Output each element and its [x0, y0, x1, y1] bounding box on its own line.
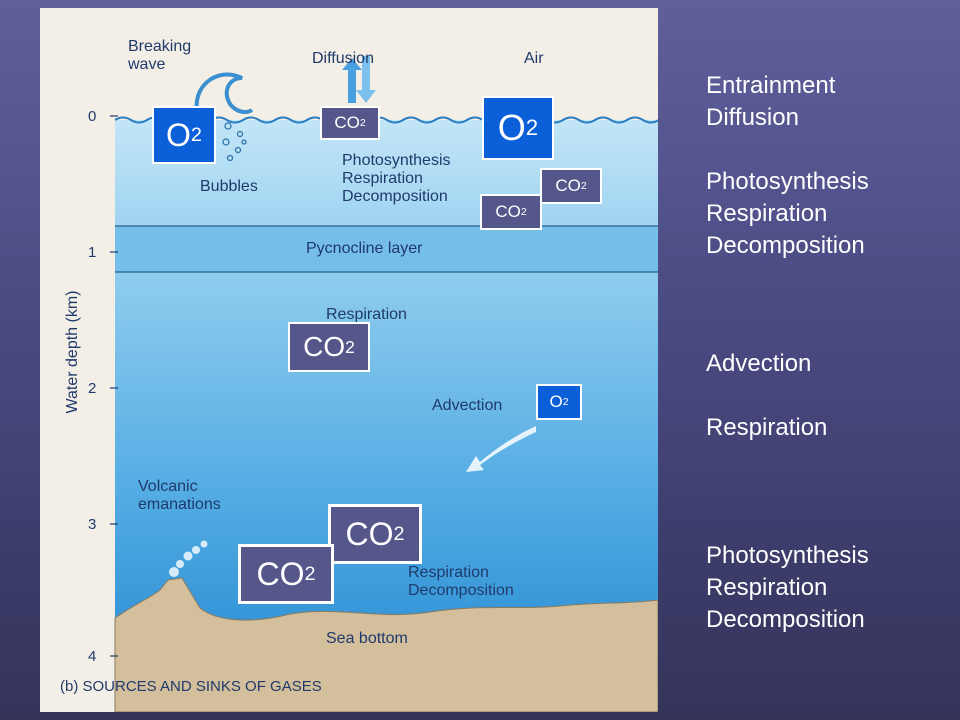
breaking-wave-label: Breaking wave [128, 38, 192, 73]
diffusion-arrow-down [356, 56, 376, 103]
bubbles-label: Bubbles [200, 178, 258, 195]
bottom-processes-label: Respiration Decomposition [408, 564, 514, 599]
depth-axis-label: Water depth (km) [64, 290, 81, 414]
pycnocline-label: Pycnocline layer [306, 240, 423, 257]
side-text-bottom: Photosynthesis Respiration Decomposition [706, 542, 869, 633]
depth-tick-0: 0 [88, 108, 97, 125]
advection-label: Advection [432, 397, 503, 414]
sea-bottom [114, 577, 658, 712]
mid-respiration-label: Respiration [326, 306, 407, 323]
side-text-surface: Entrainment Diffusion Photosynthesis Res… [706, 72, 869, 259]
advection-arrow [466, 426, 536, 472]
air-label: Air [524, 50, 544, 67]
depth-tick-3: 3 [88, 516, 97, 533]
sea-bottom-label: Sea bottom [326, 630, 408, 647]
depth-tick-4: 4 [88, 648, 97, 665]
pycnocline-band [115, 226, 658, 272]
bubbles [222, 122, 247, 162]
depth-tick-1: 1 [88, 244, 97, 261]
volcanic-emanations-label: Volcanic emanations [138, 478, 221, 513]
figure-caption: (b) SOURCES AND SINKS OF GASES [60, 678, 322, 695]
depth-tick-marks [110, 115, 118, 657]
breaking-wave-curl [194, 72, 254, 117]
surface-processes-label: Photosynthesis Respiration Decomposition [342, 152, 451, 205]
diffusion-label: Diffusion [312, 50, 374, 67]
depth-tick-2: 2 [88, 380, 97, 397]
side-text-middle: Advection Respiration [706, 350, 828, 441]
diffusion-arrow-up [342, 58, 362, 103]
volcanic-plume [169, 540, 208, 577]
